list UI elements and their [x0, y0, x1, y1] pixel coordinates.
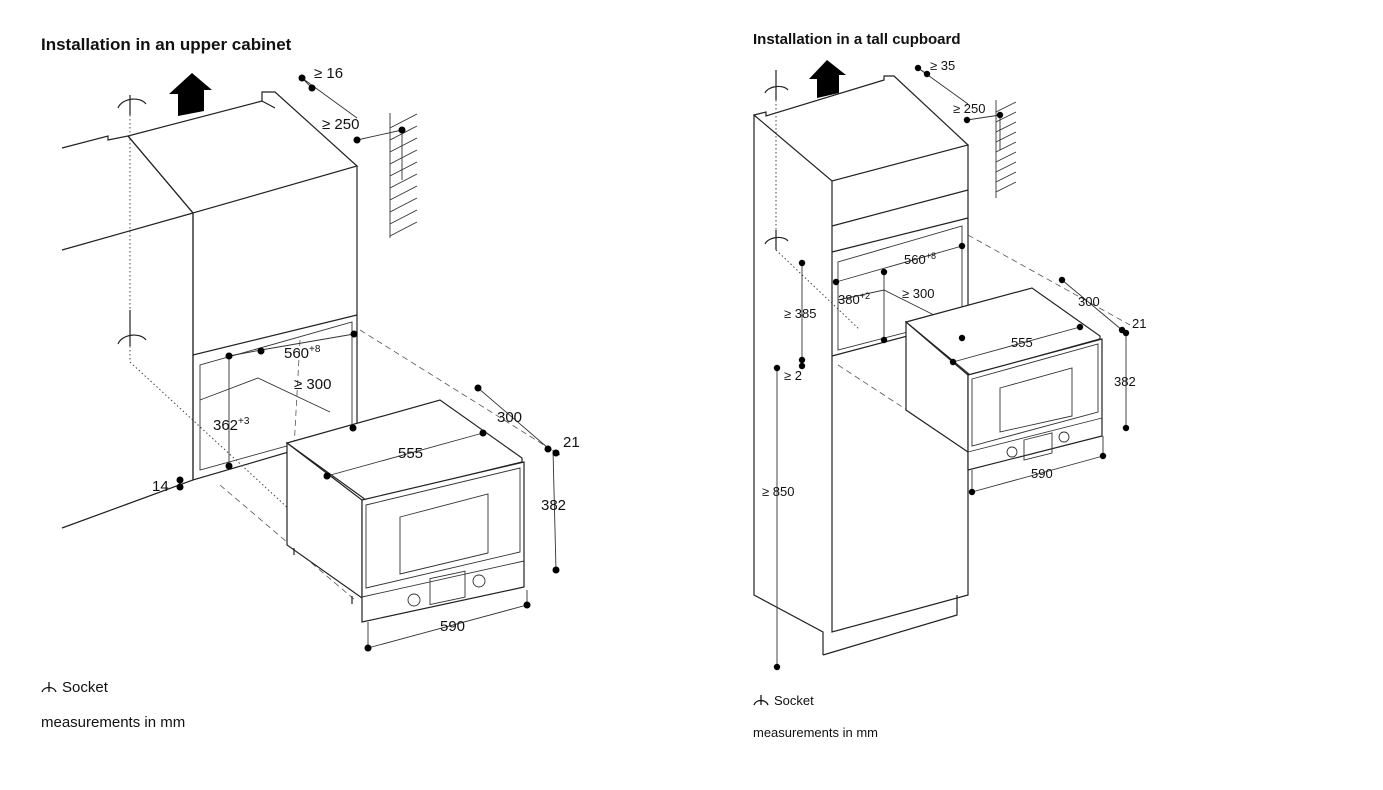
dim-bottom: ≥ 2 — [784, 368, 802, 383]
appliance-front — [967, 338, 1103, 471]
right-socket-legend: Socket — [753, 693, 814, 708]
socket-icon — [117, 310, 147, 346]
dim-min-height: ≥ 385 — [784, 306, 816, 321]
dim-wall-gap: ≥ 250 — [953, 101, 985, 116]
tall-cupboard-top — [752, 75, 970, 182]
control-display — [429, 570, 466, 606]
appliance-top — [285, 399, 523, 501]
appliance-door-window — [999, 367, 1073, 433]
dim-top-gap: ≥ 16 — [314, 65, 343, 82]
tall-cupboard-diagram: ≥ 35 ≥ 250 560+8 380+2 ≥ 300 ≥ 385 ≥ 2 ≥… — [752, 58, 1146, 671]
socket-icon — [764, 70, 789, 100]
dim-bottom: 14 — [152, 478, 169, 495]
control-knob — [1058, 431, 1070, 443]
dim-niche-height: 380+2 — [838, 291, 870, 307]
left-diagram-title: Installation in an upper cabinet — [41, 35, 292, 54]
control-knob — [472, 574, 486, 588]
dim-width: 590 — [440, 618, 465, 635]
upper-cabinet-diagram: ≥ 16 ≥ 250 560+8 ≥ 300 362+3 14 300 21 5… — [61, 65, 580, 652]
right-diagram-title: Installation in a tall cupboard — [753, 31, 961, 48]
wall-hatch — [995, 100, 1017, 198]
dim-height: 382 — [541, 497, 566, 514]
dim-niche-depth: ≥ 300 — [294, 376, 331, 393]
dim-front: 21 — [563, 434, 580, 451]
dim-niche-height: 362+3 — [213, 416, 250, 434]
dim-floor-height: ≥ 850 — [762, 484, 794, 499]
left-socket-legend: Socket — [41, 679, 108, 696]
right-units-note: measurements in mm — [753, 725, 878, 740]
dim-front: 21 — [1132, 316, 1146, 331]
dim-top-gap: ≥ 35 — [930, 58, 955, 73]
right-socket-label: Socket — [774, 693, 814, 708]
left-socket-label: Socket — [62, 679, 108, 696]
control-knob — [1006, 446, 1018, 458]
upper-cabinet-top — [126, 91, 359, 214]
dim-width: 590 — [1031, 466, 1053, 481]
ventilation-arrow-icon — [169, 73, 212, 116]
socket-icon — [41, 682, 57, 693]
dim-height: 382 — [1114, 374, 1136, 389]
control-display — [1023, 432, 1053, 461]
socket-icon — [753, 695, 769, 706]
left-units-note: measurements in mm — [41, 714, 186, 731]
dim-body-width: 555 — [398, 445, 423, 462]
dim-depth: 300 — [497, 409, 522, 426]
niche-frame — [192, 315, 358, 481]
dim-body-width: 555 — [1011, 335, 1033, 350]
dimension-points — [176, 74, 560, 652]
dim-niche-width: 560+8 — [904, 251, 936, 267]
appliance-door-window — [399, 493, 489, 575]
ventilation-arrow-icon — [809, 60, 846, 98]
socket-icon — [764, 230, 789, 250]
appliance-top — [904, 287, 1101, 376]
control-knob — [407, 593, 421, 607]
appliance-front — [361, 461, 525, 623]
dim-niche-width: 560+8 — [284, 344, 321, 362]
dim-wall-gap: ≥ 250 — [322, 116, 359, 133]
adjacent-cabinet — [61, 135, 194, 529]
socket-icon — [117, 95, 147, 115]
dimension-points — [773, 64, 1130, 671]
dim-depth: 300 — [1078, 294, 1100, 309]
dim-niche-depth: ≥ 300 — [902, 286, 934, 301]
